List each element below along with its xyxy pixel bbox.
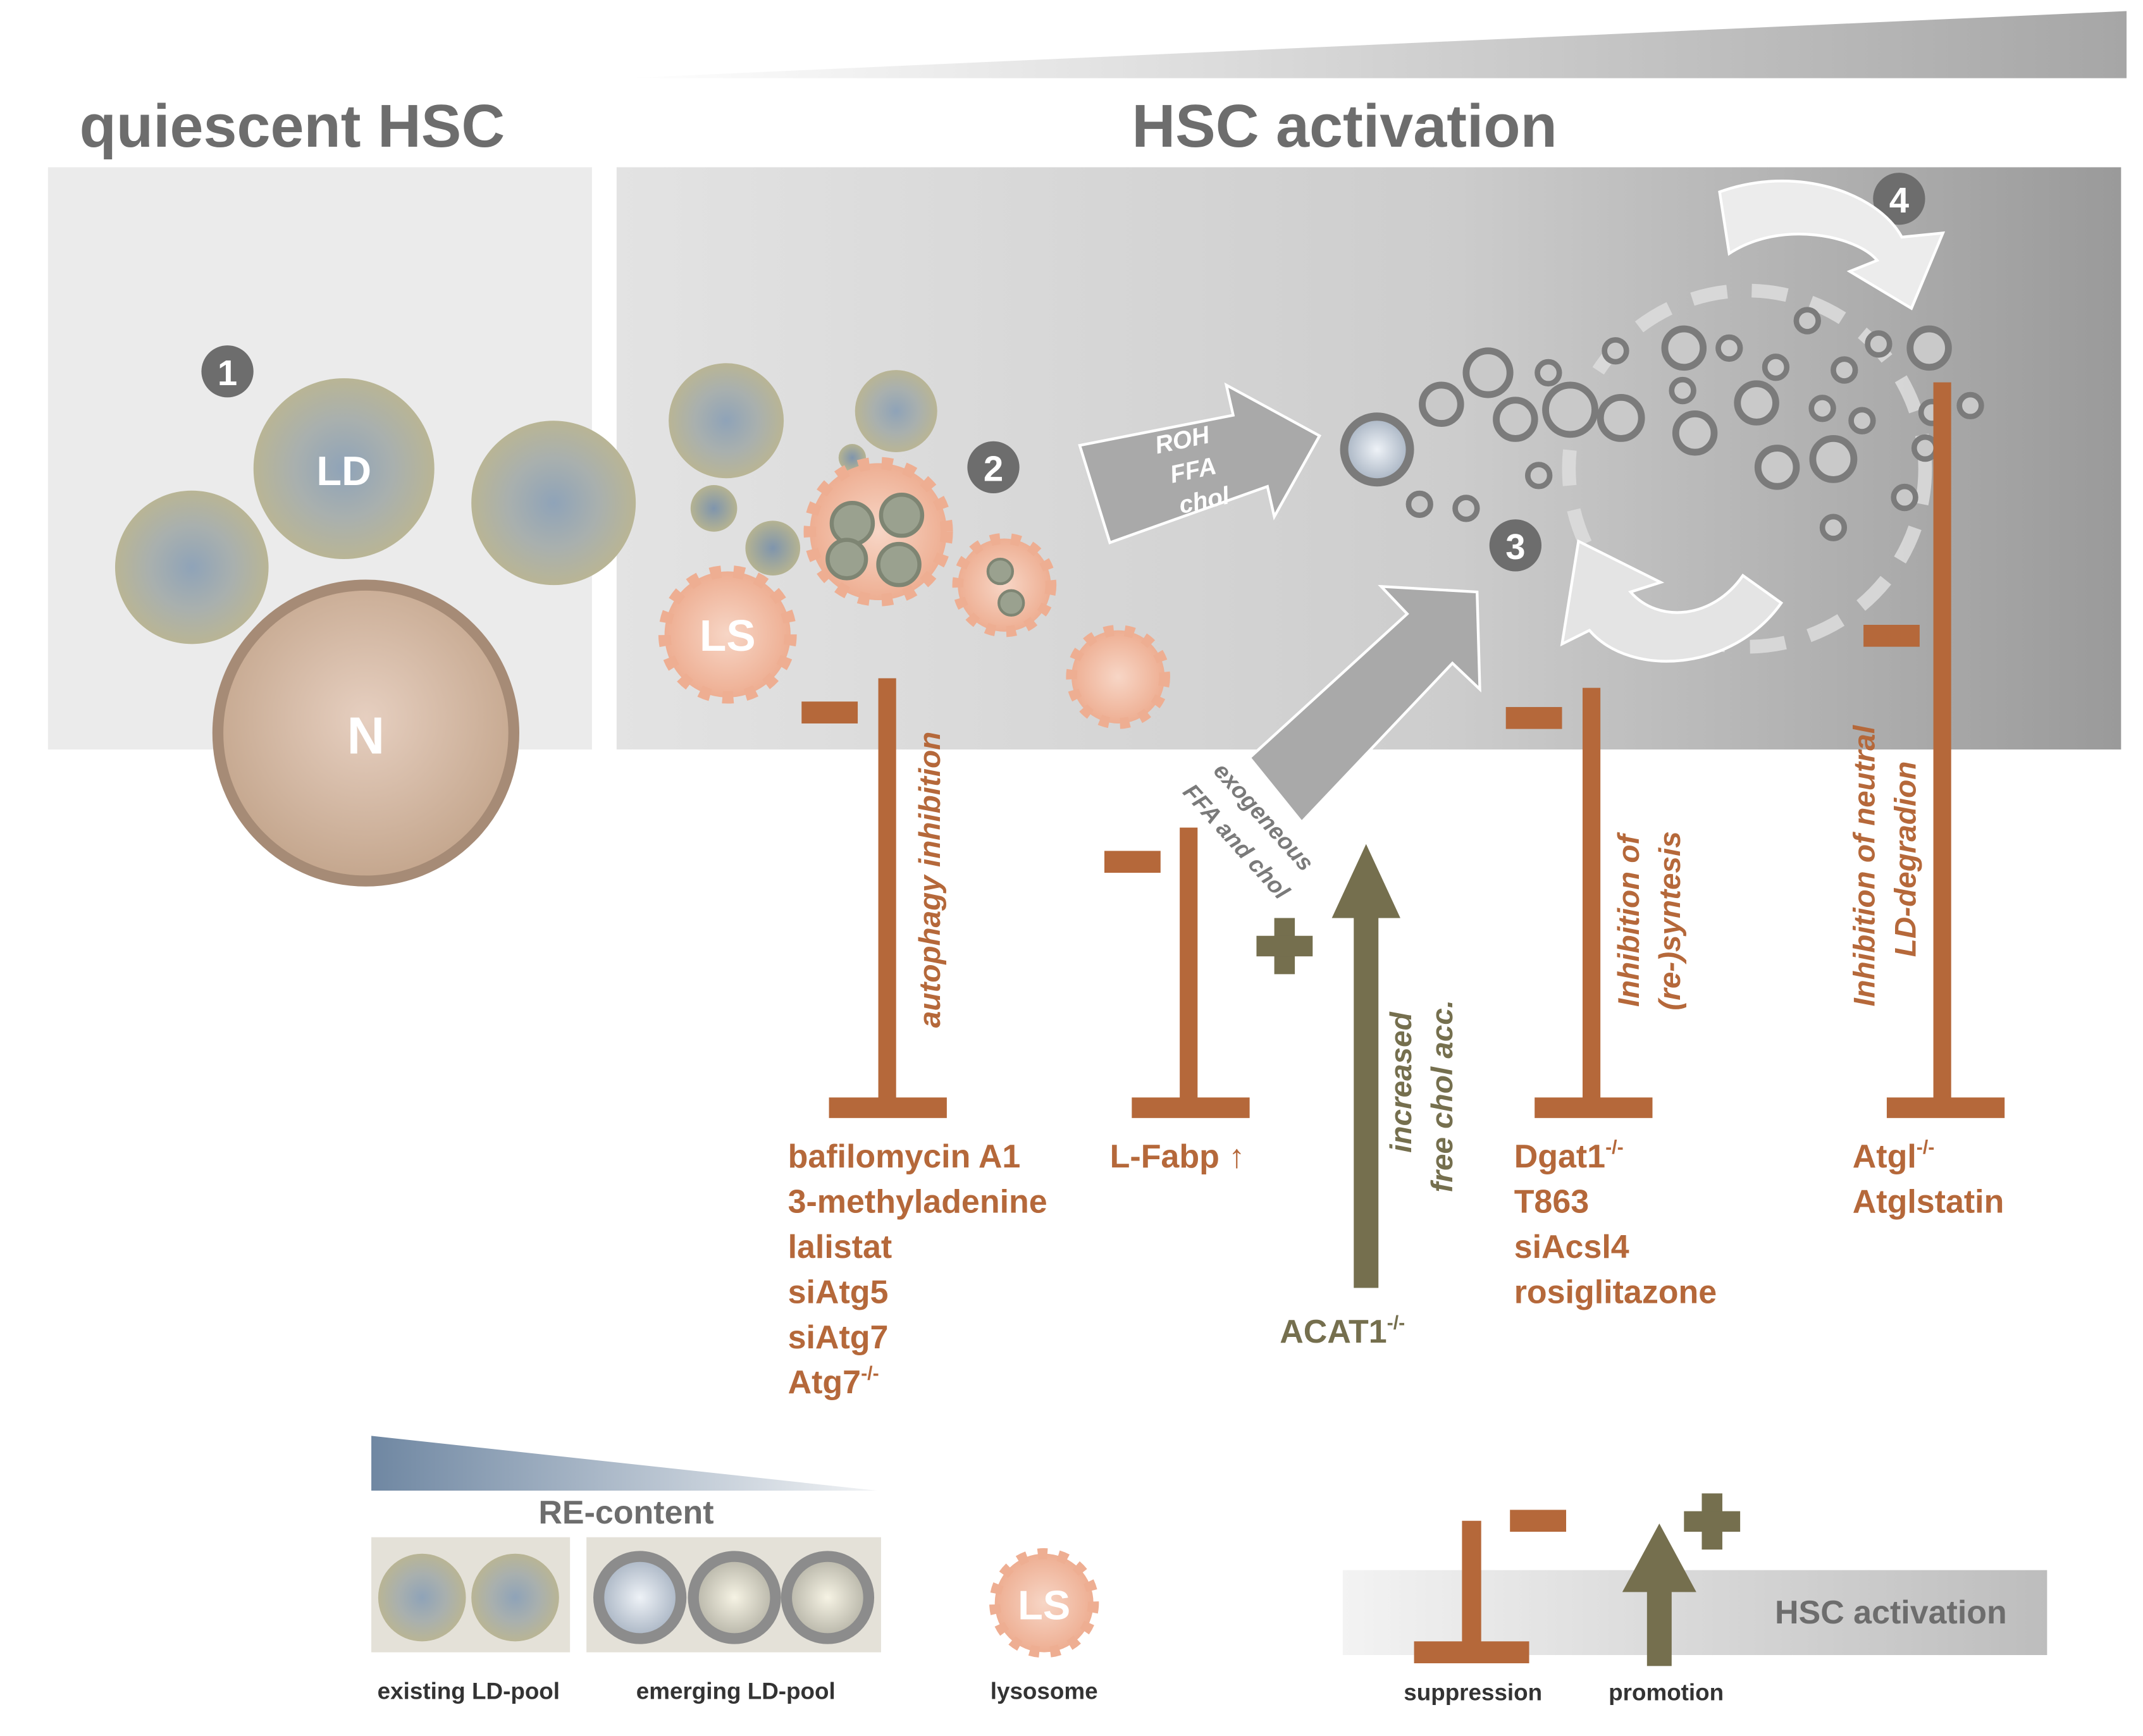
activation-gradient-wedge bbox=[623, 11, 2127, 78]
promotion-plus-icon bbox=[1256, 918, 1313, 975]
re-content-gradient bbox=[371, 1436, 877, 1491]
step-badge-4: 4 bbox=[1873, 173, 1925, 225]
activation-legend-bar-label: HSC activation bbox=[1775, 1594, 2007, 1631]
autophagy-inhibition-label: autophagy inhibition bbox=[913, 732, 947, 1028]
existing-pool-label: existing LD-pool bbox=[378, 1678, 560, 1704]
autolysosome bbox=[803, 457, 953, 606]
ld-cycle-ring bbox=[1562, 283, 1932, 654]
promotion-legend-icon bbox=[1622, 1493, 1741, 1666]
svg-text:3: 3 bbox=[1505, 527, 1525, 567]
svg-text:4: 4 bbox=[1889, 180, 1910, 220]
agent-acat1-knockout: ACAT1-/- bbox=[1280, 1312, 1405, 1350]
emerging-ld-icon bbox=[593, 1551, 687, 1644]
promotion-label: promotion bbox=[1609, 1679, 1724, 1705]
legend: RE-content existing LD-pool emerging LD-… bbox=[371, 1436, 2047, 1705]
suppression-label: suppression bbox=[1404, 1679, 1542, 1705]
agent-lalistat: lalistat bbox=[788, 1229, 892, 1265]
resynthesis-agent-list: Dgat1-/- T863 siAcsl4 rosiglitazone bbox=[1514, 1137, 1717, 1310]
agent-rosiglitazone: rosiglitazone bbox=[1514, 1274, 1717, 1310]
step-badge-1: 1 bbox=[201, 345, 254, 398]
agent-t863: T863 bbox=[1514, 1183, 1589, 1220]
lipid-droplet bbox=[253, 378, 435, 560]
promotion-label-line1: increased bbox=[1385, 1011, 1418, 1152]
step-badge-3: 3 bbox=[1489, 519, 1542, 572]
step-badge-2: 2 bbox=[967, 441, 1020, 494]
agent-dgat1-knockout: Dgat1-/- bbox=[1514, 1137, 1624, 1175]
activation-title: HSC activation bbox=[1132, 93, 1557, 160]
existing-ld-icon bbox=[471, 1553, 559, 1642]
acat1-promotion-arrow bbox=[1331, 844, 1400, 1288]
nucleus bbox=[212, 579, 520, 887]
resynthesis-inhibition-marker bbox=[1505, 687, 1653, 1118]
promotion-label-line2: free chol acc. bbox=[1426, 1000, 1459, 1193]
lysosome bbox=[658, 565, 797, 704]
lipid-droplet bbox=[855, 370, 937, 453]
cycle-arrow-top bbox=[1718, 180, 1946, 311]
nucleus-label: N bbox=[347, 707, 385, 765]
lysosome-label: LS bbox=[700, 611, 756, 660]
lipid-droplet bbox=[471, 421, 636, 586]
autolysosome bbox=[952, 532, 1057, 637]
autophagy-inhibition-marker bbox=[801, 678, 947, 1118]
suppression-legend-icon bbox=[1414, 1510, 1567, 1664]
resynthesis-label-line2: (re-)syntesis bbox=[1653, 831, 1687, 1010]
agent-atg7-knockout: Atg7-/- bbox=[788, 1364, 879, 1401]
agent-siatg7: siAtg7 bbox=[788, 1319, 889, 1356]
lipid-droplet bbox=[690, 485, 738, 532]
emerging-ld-icon bbox=[688, 1551, 781, 1644]
agent-siacsl4: siAcsl4 bbox=[1514, 1229, 1629, 1265]
degradation-label-line2: LD-degradion bbox=[1889, 761, 1922, 957]
lipid-droplet bbox=[114, 490, 269, 644]
activation-legend-bar bbox=[1342, 1570, 2047, 1656]
emerging-pool-label: emerging LD-pool bbox=[636, 1678, 836, 1704]
agent-lfabp: L-Fabp ↑ bbox=[1110, 1138, 1245, 1175]
agent-atglstatin: Atglstatin bbox=[1853, 1183, 2004, 1220]
agent-3-methyladenine: 3-methyladenine bbox=[788, 1183, 1047, 1220]
re-content-label: RE-content bbox=[538, 1494, 713, 1531]
degradation-agent-list: Atgl-/- Atglstatin bbox=[1853, 1137, 2004, 1220]
lipid-droplet bbox=[669, 363, 784, 479]
svg-text:1: 1 bbox=[218, 353, 237, 393]
emerging-ld-pool bbox=[1340, 307, 1984, 541]
degradation-label-line1: Inhibition of neutral bbox=[1848, 724, 1881, 1006]
cycle-arrow-bottom bbox=[1560, 539, 1784, 663]
lfabp-inhibition-marker bbox=[1104, 827, 1250, 1118]
lysosome-legend-icon bbox=[989, 1548, 1099, 1658]
agent-atgl-knockout: Atgl-/- bbox=[1853, 1137, 1935, 1175]
autophagy-agent-list: bafilomycin A1 3-methyladenine lalistat … bbox=[788, 1138, 1047, 1401]
degradation-inhibition-marker bbox=[1863, 382, 2005, 1118]
lysosome-legend-icon-label: LS bbox=[1018, 1582, 1070, 1628]
svg-text:2: 2 bbox=[984, 449, 1003, 489]
emerging-ld-icon bbox=[781, 1551, 875, 1644]
existing-ld-icon bbox=[378, 1553, 466, 1642]
ld-label: LD bbox=[316, 448, 371, 494]
agent-bafilomycin: bafilomycin A1 bbox=[788, 1138, 1021, 1175]
lysosome-legend-label: lysosome bbox=[991, 1678, 1098, 1704]
lysosome bbox=[1066, 624, 1170, 729]
agent-siatg5: siAtg5 bbox=[788, 1274, 889, 1310]
resynthesis-label-line1: Inhibition of bbox=[1612, 832, 1646, 1007]
quiescent-title: quiescent HSC bbox=[80, 93, 505, 160]
lipid-droplet bbox=[745, 520, 801, 576]
